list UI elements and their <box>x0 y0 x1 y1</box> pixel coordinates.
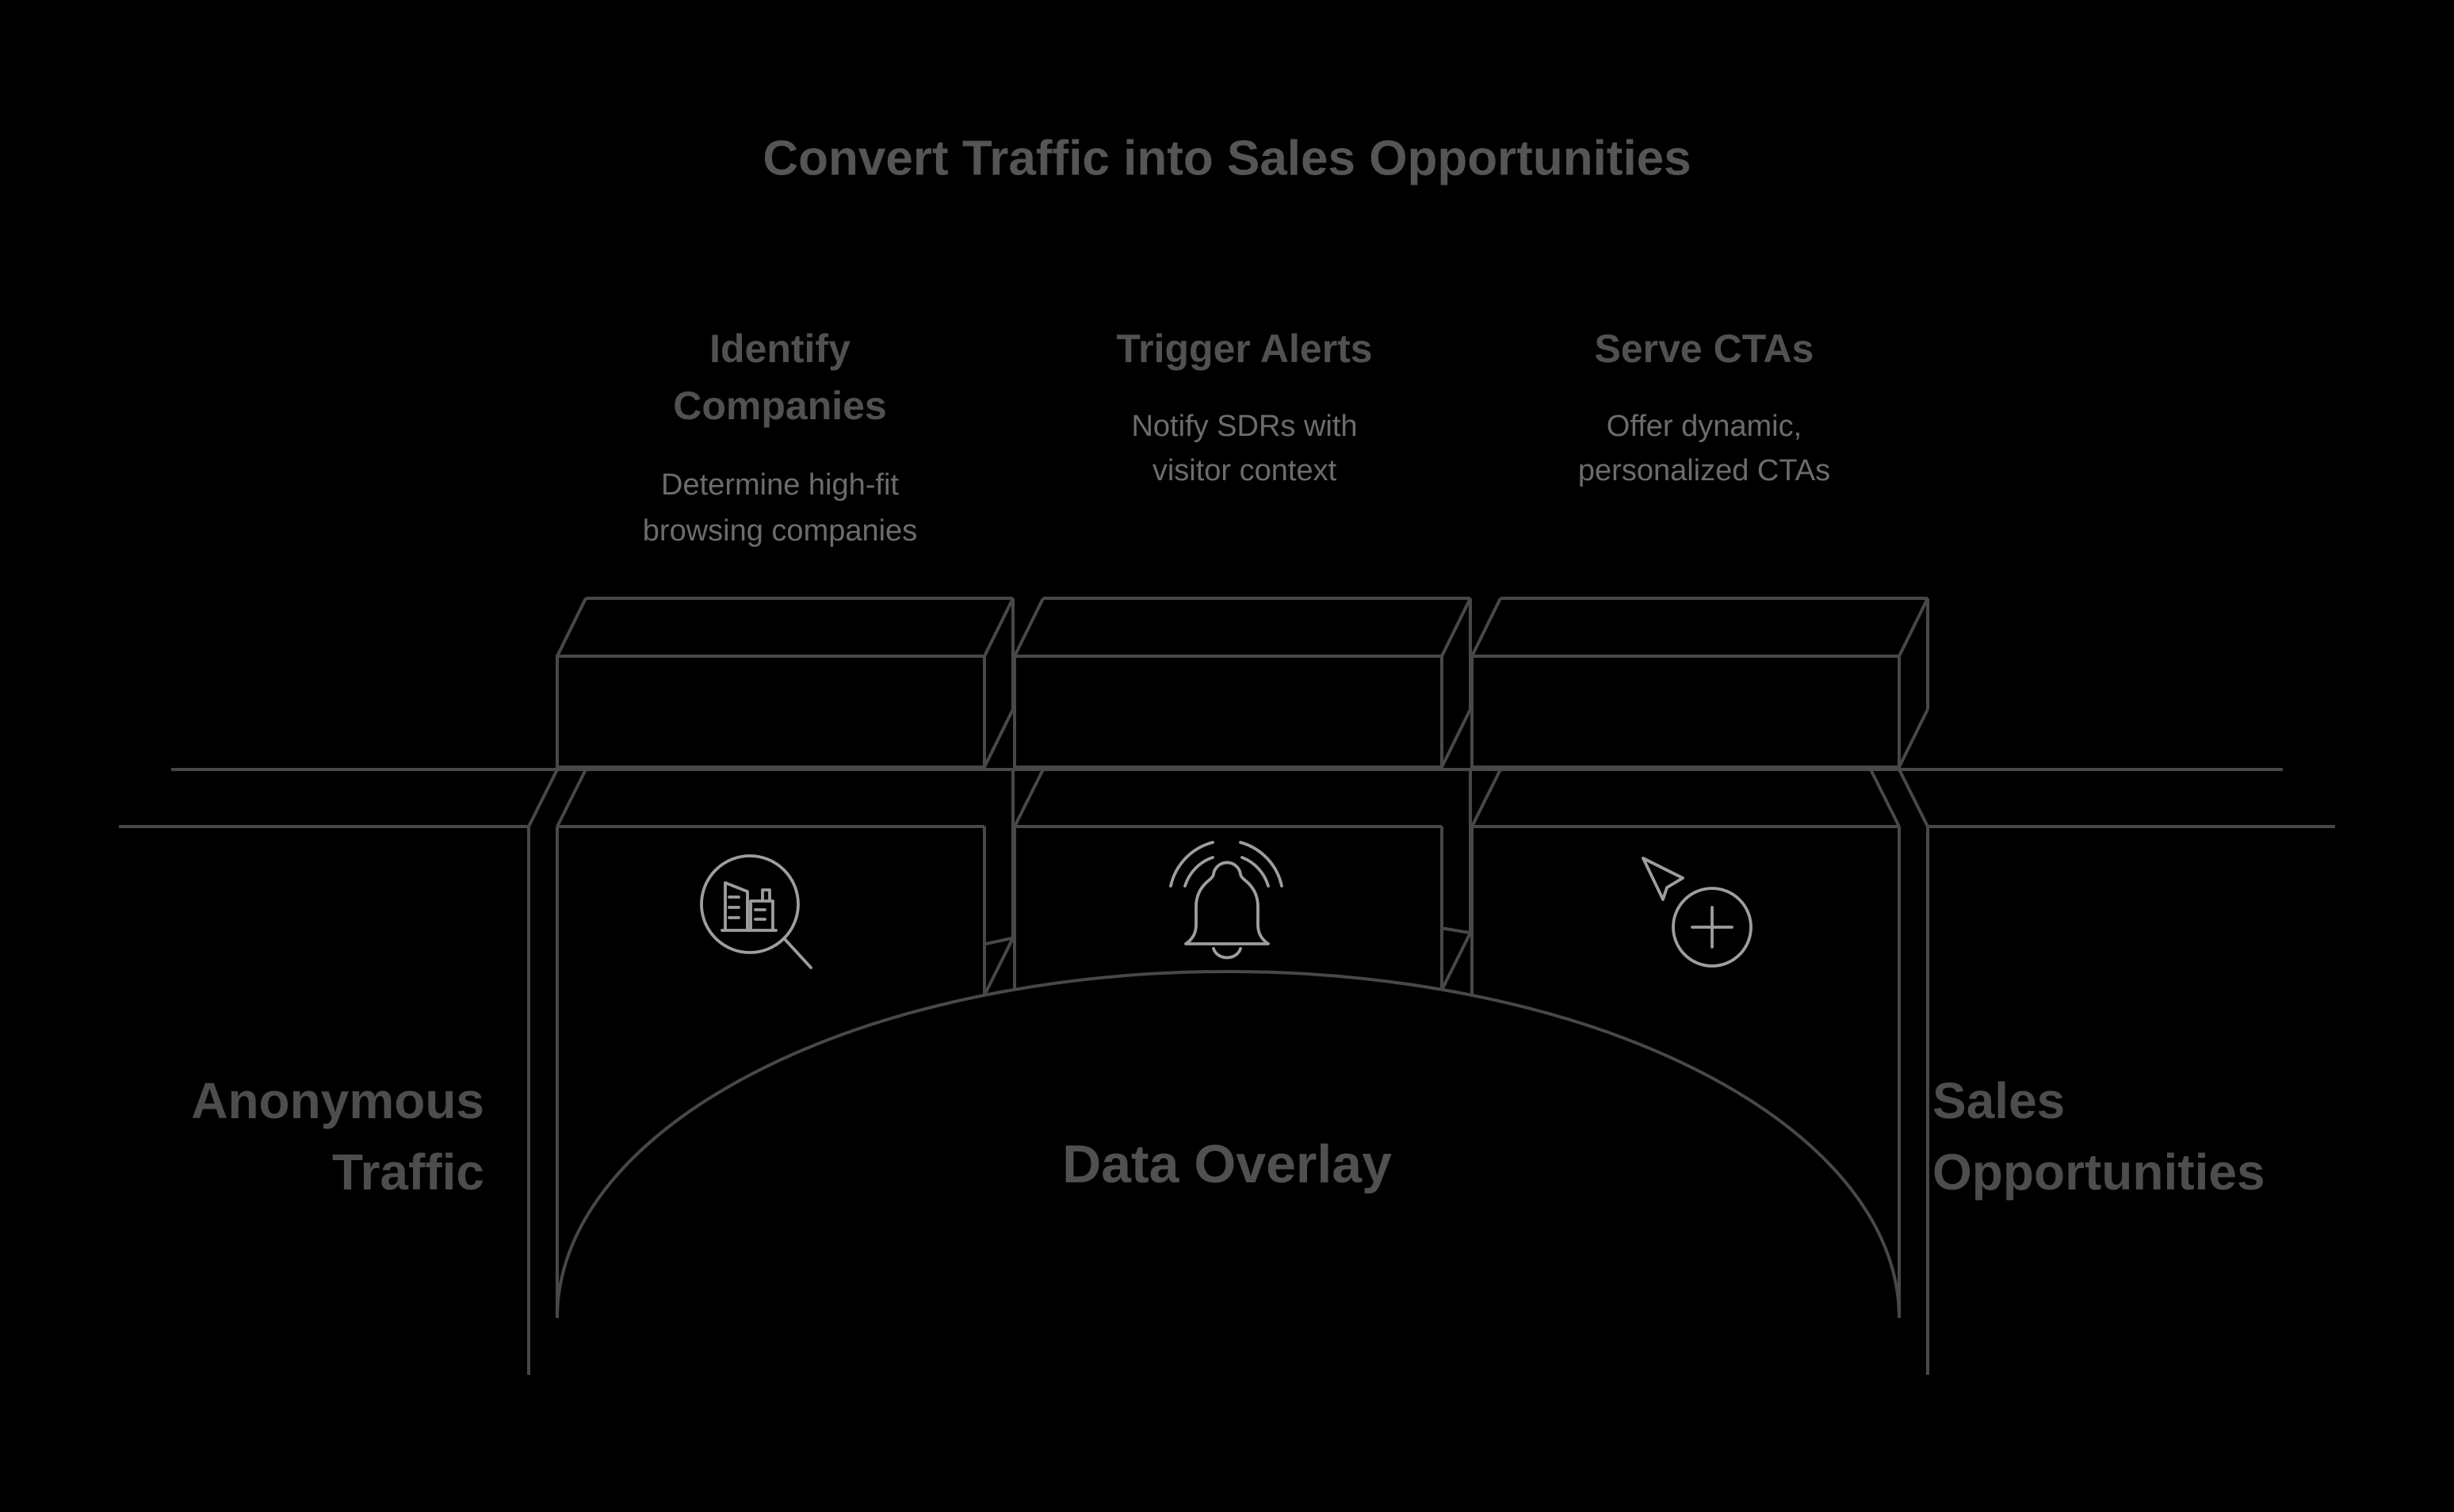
diagram-title: Convert Traffic into Sales Opportunities <box>763 131 1691 185</box>
column-description: Determine high-fit <box>661 468 899 502</box>
column-heading: Identify <box>709 326 850 371</box>
column-trigger-alerts: Trigger Alerts Notify SDRs with visitor … <box>1116 326 1372 487</box>
back-arch-segment <box>1441 926 1471 935</box>
column-identify-companies: Identify Companies Determine high-fit br… <box>643 326 917 548</box>
top-box-ctas <box>1470 597 1929 769</box>
top-box-row <box>556 597 1929 769</box>
top-box-identify <box>556 597 1015 769</box>
column-description: personalized CTAs <box>1578 454 1830 487</box>
column-serve-ctas: Serve CTAs Offer dynamic, personalized C… <box>1578 326 1830 487</box>
cursor-plus-icon <box>1642 857 1753 968</box>
ringing-bell-icon <box>1169 841 1283 960</box>
pillar-row <box>527 769 1929 1375</box>
pillar-ctas <box>1470 769 1901 1318</box>
back-arch-segment <box>984 936 1015 946</box>
right-label-line: Opportunities <box>1932 1144 2265 1201</box>
column-description: browsing companies <box>643 514 917 548</box>
pillar-identify <box>556 769 1015 1318</box>
top-box-alerts <box>1013 597 1472 769</box>
sales-opportunities-label: Sales Opportunities <box>1932 1072 2265 1201</box>
column-heading: Companies <box>673 384 887 428</box>
bridge-structure <box>119 597 2335 1375</box>
left-label-line: Traffic <box>332 1144 484 1201</box>
anonymous-traffic-label: Anonymous Traffic <box>191 1072 484 1201</box>
arch-curve <box>556 970 1901 1319</box>
column-description: Offer dynamic, <box>1607 410 1802 443</box>
column-heading: Trigger Alerts <box>1116 326 1372 371</box>
building-search-icon <box>700 854 812 969</box>
column-heading: Serve CTAs <box>1595 326 1814 371</box>
column-description: visitor context <box>1152 454 1337 487</box>
right-label-line: Sales <box>1932 1072 2065 1129</box>
data-overlay-label: Data Overlay <box>1062 1134 1392 1194</box>
column-description: Notify SDRs with <box>1131 410 1357 443</box>
left-label-line: Anonymous <box>191 1072 484 1129</box>
